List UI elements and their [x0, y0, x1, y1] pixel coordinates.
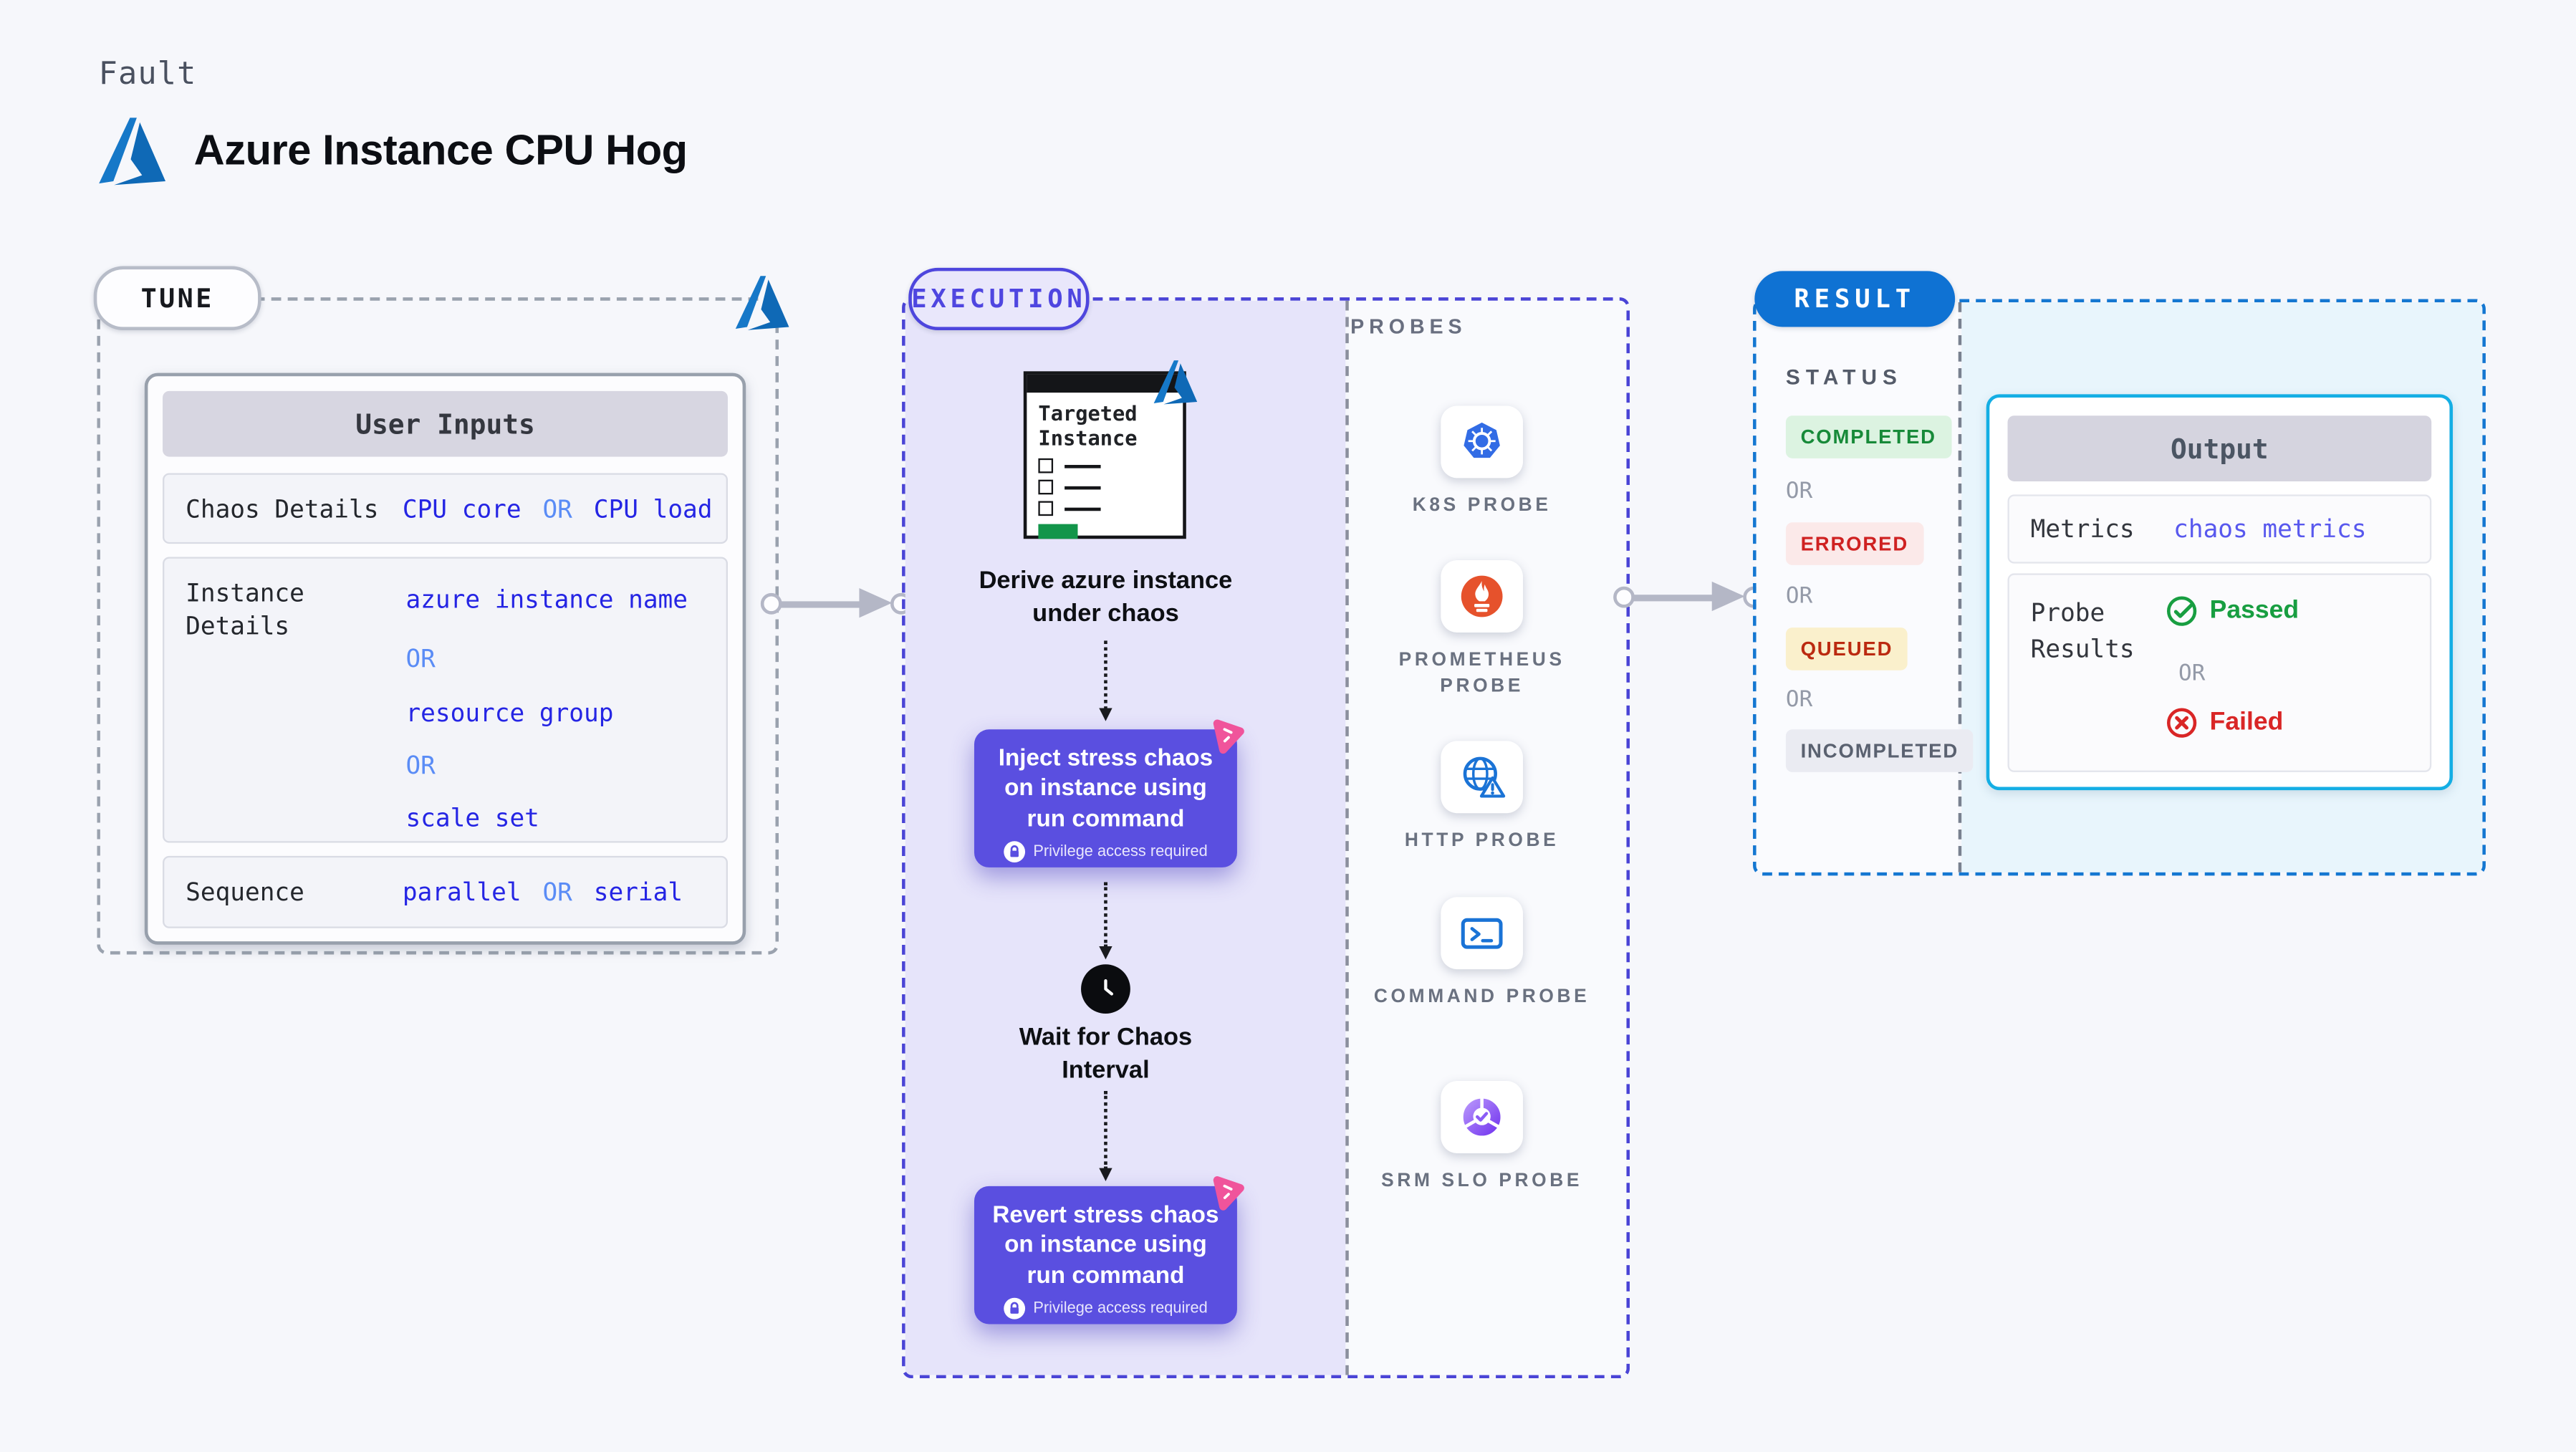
- checkbox-icon: [1038, 479, 1054, 495]
- or-separator: OR: [1785, 583, 1813, 610]
- status-chip-errored: ERRORED: [1785, 522, 1923, 565]
- probe-label: SRM SLO PROBE: [1381, 1171, 1583, 1191]
- probe-label: K8S PROBE: [1412, 496, 1552, 516]
- command-probe-card: [1441, 897, 1523, 970]
- flow-arrow-down: [1099, 640, 1112, 721]
- http-globe-icon: [1463, 756, 1506, 798]
- terminal-icon: [1461, 918, 1503, 949]
- checkbox-icon: [1038, 501, 1054, 516]
- targeted-instance-title: Targeted Instance: [1038, 400, 1138, 451]
- inject-chaos-step: Inject stress chaos on instance using ru…: [974, 729, 1237, 867]
- srm-slo-probe-card: [1441, 1081, 1523, 1153]
- page-title: Azure Instance CPU Hog: [193, 125, 688, 175]
- chaos-details-row: Chaos Details CPU core OR CPU load: [163, 473, 728, 544]
- metrics-value: chaos metrics: [2173, 514, 2367, 544]
- instance-details-row: Instance Details azure instance name OR …: [163, 557, 728, 843]
- prometheus-probe-card: [1441, 560, 1523, 633]
- privilege-note: Privilege access required: [1033, 1299, 1208, 1317]
- probes-title: PROBES: [1350, 315, 1467, 339]
- or-separator: OR: [405, 751, 436, 781]
- checkbox-icon: [1038, 458, 1054, 473]
- value-part: CPU core: [402, 494, 522, 524]
- slo-donut-icon: [1463, 1097, 1501, 1136]
- or-part: OR: [542, 877, 572, 907]
- output-header: Output: [2007, 415, 2432, 481]
- passed-label: Passed: [2209, 596, 2299, 625]
- status-title: STATUS: [1785, 365, 1903, 390]
- status-output-divider: [1958, 302, 1962, 872]
- metrics-label: Metrics: [2030, 514, 2135, 544]
- chaos-fault-icon: [1213, 719, 1244, 754]
- sequence-label: Sequence: [186, 877, 304, 907]
- chaos-details-label: Chaos Details: [186, 494, 379, 524]
- revert-step-text: Revert stress chaos on instance using ru…: [992, 1202, 1219, 1289]
- instance-option: azure instance name: [405, 585, 688, 615]
- value-part: CPU load: [593, 494, 713, 524]
- k8s-probe-card: [1441, 405, 1523, 479]
- status-bar-green: [1038, 524, 1078, 539]
- output-card: Output Metrics chaos metrics Probe Resul…: [1986, 394, 2454, 791]
- lock-icon: [1004, 1297, 1025, 1319]
- azure-icon: [735, 276, 789, 330]
- azure-icon: [1153, 360, 1198, 405]
- value-part: serial: [593, 877, 683, 907]
- or-separator: OR: [1785, 686, 1813, 713]
- check-circle-icon: [2166, 596, 2197, 626]
- or-separator: OR: [405, 644, 436, 674]
- probe-results-label: Probe Results: [2030, 597, 2135, 663]
- result-badge: RESULT: [1754, 271, 1956, 327]
- instance-option: resource group: [405, 698, 614, 728]
- execution-to-result-arrow: [1613, 581, 1765, 613]
- probes-panel: [1348, 300, 1627, 1375]
- probe-label: COMMAND PROBE: [1373, 987, 1590, 1007]
- execution-probes-divider: [1345, 300, 1349, 1375]
- tune-to-execution-arrow: [760, 588, 912, 620]
- value-part: parallel: [402, 877, 522, 907]
- flow-arrow-down: [1099, 882, 1112, 960]
- clock-icon: [1081, 964, 1130, 1014]
- tune-section: [97, 297, 779, 955]
- x-circle-icon: [2166, 708, 2197, 738]
- probe-label: HTTP PROBE: [1404, 831, 1559, 851]
- sequence-row: Sequence parallel OR serial: [163, 855, 728, 928]
- chaos-fault-icon: [1213, 1176, 1244, 1211]
- window-titlebar: [1027, 374, 1183, 393]
- user-inputs-header: User Inputs: [163, 390, 728, 457]
- lock-icon: [1004, 840, 1025, 862]
- user-inputs-card: User Inputs Chaos Details CPU core OR CP…: [144, 372, 746, 945]
- passed-result: Passed: [2166, 595, 2299, 628]
- status-panel: [1756, 302, 1959, 872]
- flow-arrow-down: [1099, 1090, 1112, 1181]
- instance-option: scale set: [405, 803, 539, 833]
- kubernetes-icon: [1464, 422, 1500, 458]
- probe-label: PROMETHEUS PROBE: [1398, 650, 1565, 697]
- failed-label: Failed: [2209, 708, 2284, 736]
- wait-caption: Wait for Chaos Interval: [1019, 1023, 1193, 1084]
- or-separator: OR: [1785, 478, 1813, 505]
- prometheus-icon: [1461, 575, 1503, 617]
- execution-badge: EXECUTION: [908, 267, 1090, 330]
- or-part: OR: [542, 494, 572, 524]
- azure-logo: [99, 117, 166, 186]
- http-probe-card: [1441, 741, 1523, 814]
- derive-caption: Derive azure instance under chaos: [979, 567, 1233, 627]
- failed-result: Failed: [2166, 706, 2284, 739]
- or-separator: OR: [2178, 660, 2206, 687]
- tune-badge: TUNE: [93, 266, 261, 330]
- probe-results-row: Probe Results Passed OR Failed: [2007, 573, 2432, 772]
- instance-checklist: [1038, 452, 1101, 539]
- fault-kicker: Fault: [98, 55, 197, 92]
- sequence-value: parallel OR serial: [403, 878, 683, 907]
- metrics-row: Metrics chaos metrics: [2007, 494, 2432, 564]
- status-chip-completed: COMPLETED: [1785, 415, 1951, 458]
- revert-chaos-step: Revert stress chaos on instance using ru…: [974, 1186, 1237, 1324]
- inject-step-text: Inject stress chaos on instance using ru…: [998, 746, 1213, 832]
- status-chip-incompleted: INCOMPLETED: [1785, 729, 1974, 772]
- chaos-details-value: CPU core OR CPU load: [403, 494, 713, 524]
- privilege-note: Privilege access required: [1033, 842, 1208, 861]
- status-chip-queued: QUEUED: [1785, 628, 1908, 670]
- instance-details-label: Instance Details: [186, 578, 304, 641]
